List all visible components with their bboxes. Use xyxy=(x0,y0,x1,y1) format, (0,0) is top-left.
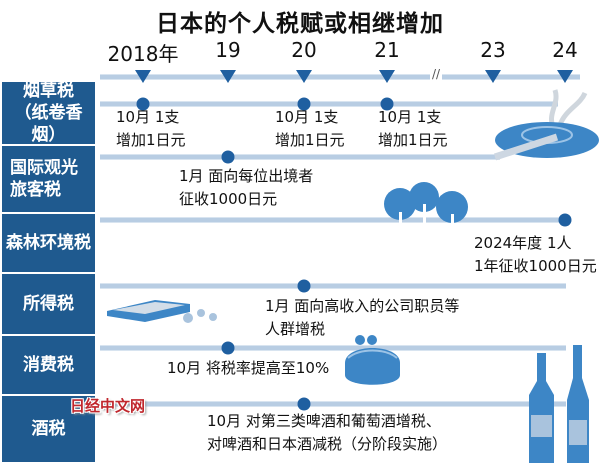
year-marker xyxy=(379,70,395,83)
event-dot xyxy=(380,97,394,111)
year-marker xyxy=(135,70,151,83)
event-dot xyxy=(558,213,572,227)
year-marker xyxy=(220,70,236,83)
wine-bottles-icon xyxy=(529,345,589,463)
year-label: 24 xyxy=(552,38,578,62)
note-consumption-tax: 10月 将税率提高至10% xyxy=(167,359,330,377)
trees-icon xyxy=(384,182,468,242)
row-label-consumption-tax: 消费税 xyxy=(2,336,95,396)
year-label: 2018年 xyxy=(107,42,179,66)
timeline-axis xyxy=(100,74,580,80)
row-line-forest xyxy=(100,217,562,223)
row-line-tobacco xyxy=(100,101,558,107)
note-tobacco-2020: 10月 1支增加1日元 xyxy=(275,108,345,149)
note-liquor-tax: 10月 对第三类啤酒和葡萄酒增税、对啤酒和日本酒减税（分阶段实施） xyxy=(207,412,448,453)
year-marker xyxy=(485,70,501,83)
note-tobacco-2018: 10月 1支增加1日元 xyxy=(116,108,186,149)
year-marker xyxy=(557,70,573,83)
note-income-tax: 1月 面向高收入的公司职员等人群增税 xyxy=(265,297,460,338)
event-dot xyxy=(221,341,235,355)
coin-purse-icon xyxy=(345,335,400,385)
row-label-tobacco-tax: 烟草税 （纸卷香烟） xyxy=(2,81,95,146)
row-line-consumption xyxy=(100,345,566,351)
axis-break-mark: // xyxy=(430,67,443,81)
event-dot xyxy=(297,397,311,411)
event-dot xyxy=(297,97,311,111)
row-label-income-tax: 所得税 xyxy=(2,274,95,336)
year-label: 21 xyxy=(374,38,400,62)
row-label-liquor-tax: 酒税 xyxy=(2,396,95,464)
event-dot xyxy=(136,97,150,111)
row-label-tourist-tax: 国际观光 旅客税 xyxy=(2,146,95,214)
row-line-income xyxy=(100,283,566,289)
row-line-tourist xyxy=(100,154,500,160)
year-label: 20 xyxy=(291,38,317,62)
year-marker xyxy=(296,70,312,83)
row-line-liquor xyxy=(100,401,566,407)
money-icon xyxy=(107,300,217,323)
note-tobacco-2021: 10月 1支增加1日元 xyxy=(378,108,448,149)
event-dot xyxy=(297,279,311,293)
watermark: 日经中文网 xyxy=(70,397,146,415)
note-tourist-tax: 1月 面向每位出境者征收1000日元 xyxy=(179,167,314,208)
event-dot xyxy=(221,150,235,164)
page-title: 日本的个人税赋或相继增加 xyxy=(156,11,444,37)
year-label: 19 xyxy=(215,38,241,62)
year-label: 23 xyxy=(480,38,506,62)
ashtray-cigarette-icon xyxy=(493,89,599,161)
row-label-forest-tax: 森林环境税 xyxy=(2,214,95,274)
